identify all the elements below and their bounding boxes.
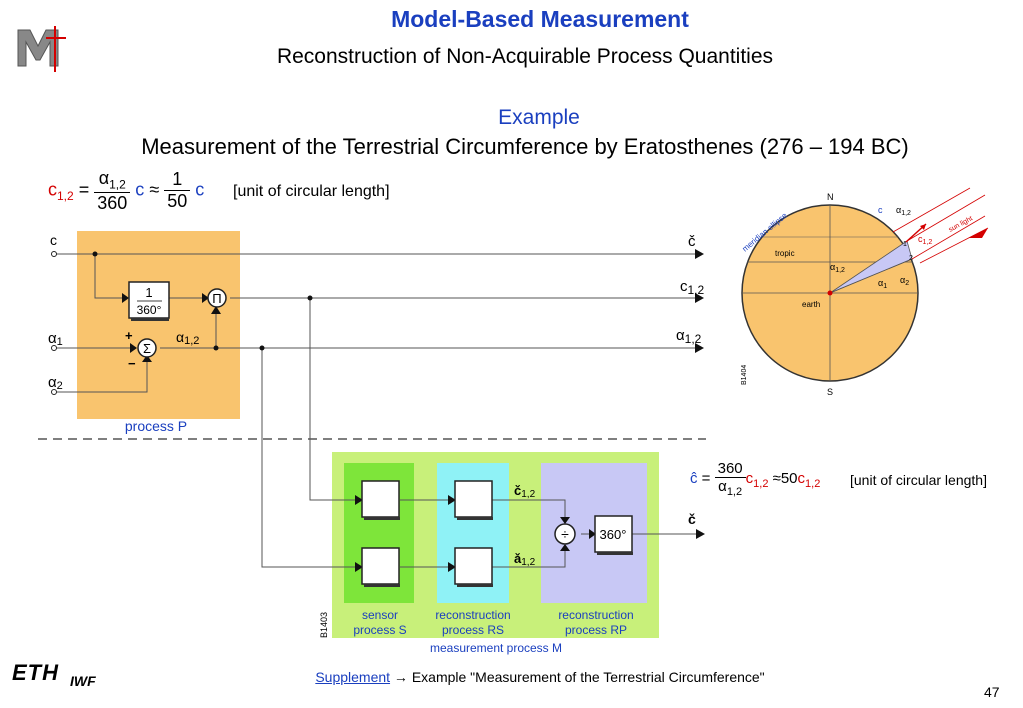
- eq1-lhs: c: [48, 179, 57, 200]
- eq1-approx: ≈: [149, 179, 160, 200]
- earth-n-label: N: [827, 192, 834, 202]
- gain-denominator: 360°: [137, 303, 162, 317]
- summer-icon: Σ + −: [125, 328, 157, 371]
- eq1-num1: α: [98, 168, 110, 188]
- earth-tropic-label: tropic: [775, 249, 795, 258]
- mid-a12-label: α1,2: [176, 329, 199, 347]
- signal-a12-label: ǎ1,2: [514, 551, 536, 568]
- plus-sign: +: [125, 328, 133, 343]
- earth-c12-label: c1,2: [918, 234, 932, 246]
- gain-block: 1 360°: [128, 281, 170, 321]
- recon-rs-label: reconstruction: [435, 608, 510, 622]
- minus-sign: −: [128, 356, 136, 371]
- eq2-factor: 50: [780, 469, 798, 487]
- equation-2-unit: [unit of circular length]: [850, 472, 987, 488]
- eq1-den2: 50: [167, 191, 188, 212]
- eq1-num2: 1: [164, 169, 191, 192]
- recon-rp-label-2: process RP: [565, 623, 627, 637]
- recon-rp-label: reconstruction: [558, 608, 633, 622]
- earth-code: B1404: [741, 365, 748, 385]
- eq2-var2-sub: 1,2: [805, 477, 821, 490]
- earth-figure: N S tropic earth meridian ellipse sun li…: [741, 187, 989, 397]
- eq1-lhs-sub: 1,2: [57, 189, 74, 204]
- input-c-label: c: [50, 232, 57, 248]
- earth-s-label: S: [827, 387, 833, 397]
- output-a12-label: α1,2: [676, 327, 702, 346]
- input-a2-label: α2: [48, 374, 63, 392]
- eq2-var: c: [745, 469, 754, 487]
- earth-a12-top-label: α1,2: [896, 205, 911, 217]
- recon-block-1: [454, 480, 493, 518]
- recon-rs-label-2: process RS: [442, 623, 504, 637]
- page-subtitle: Reconstruction of Non-Acquirable Process…: [276, 45, 774, 68]
- eq1-var1: c: [135, 179, 145, 200]
- page-number: 47: [984, 684, 1000, 700]
- eq1-num1-sub: 1,2: [109, 177, 126, 192]
- sensor-block-2: [361, 547, 400, 585]
- diagram-code: B1403: [319, 612, 329, 638]
- earth-point-1: 1: [903, 241, 907, 248]
- eq2-var2: c: [797, 469, 806, 487]
- gain-numerator: 1: [145, 285, 152, 300]
- process-p-box: [77, 231, 240, 419]
- divider-icon: ÷: [554, 523, 576, 545]
- multiplier-symbol: Π: [212, 291, 221, 306]
- earth-a2-label: α2: [900, 275, 909, 287]
- recon-360-label: 360°: [600, 527, 627, 542]
- eq2-den: α: [718, 478, 727, 495]
- multiplier-icon: Π: [207, 288, 227, 308]
- footer-text: → Example "Measurement of the Terrestria…: [390, 669, 765, 685]
- equation-1-unit: [unit of circular length]: [233, 183, 390, 200]
- iwf-logo: IWF: [70, 673, 96, 689]
- earth-a1-label: α1: [878, 278, 887, 290]
- output-c12-label: c1,2: [680, 278, 705, 297]
- measurement-m-label: measurement process M: [430, 641, 562, 655]
- output-chat-label: č: [688, 511, 696, 527]
- input-a1-label: α1: [48, 330, 63, 348]
- signal-c12-label: č1,2: [514, 483, 536, 500]
- eq2-approx: ≈: [772, 469, 781, 487]
- eq2-lhs: ĉ: [690, 469, 698, 487]
- sensor-label-2: process S: [353, 623, 406, 637]
- earth-c-label: c: [878, 205, 883, 215]
- logo-icon: [17, 26, 66, 72]
- earth-a12-label: α1,2: [830, 262, 845, 274]
- divider-symbol: ÷: [561, 526, 569, 542]
- sensor-block-1: [361, 480, 400, 518]
- recon-block-2: [454, 547, 493, 585]
- process-p-label: process P: [125, 418, 187, 434]
- sensor-label: sensor: [362, 608, 398, 622]
- supplement-link[interactable]: Supplement: [315, 669, 391, 685]
- eq1-var2: c: [195, 179, 205, 200]
- page-title: Model-Based Measurement: [391, 6, 689, 32]
- eq2-den-sub: 1,2: [726, 486, 743, 498]
- example-heading: Example: [498, 106, 580, 129]
- earth-point-2: 2: [909, 255, 913, 262]
- eth-logo: ETH: [12, 660, 59, 685]
- earth-center-label: earth: [802, 300, 820, 309]
- eq2-num: 360: [714, 460, 746, 478]
- output-c-label: č: [688, 233, 696, 250]
- eq2-var-sub: 1,2: [753, 477, 769, 490]
- eq1-den1: 360: [97, 192, 128, 213]
- example-subheading: Measurement of the Terrestrial Circumfer…: [141, 134, 909, 159]
- footer-note: Supplement → Example "Measurement of the…: [0, 669, 1023, 685]
- summer-symbol: Σ: [143, 341, 151, 356]
